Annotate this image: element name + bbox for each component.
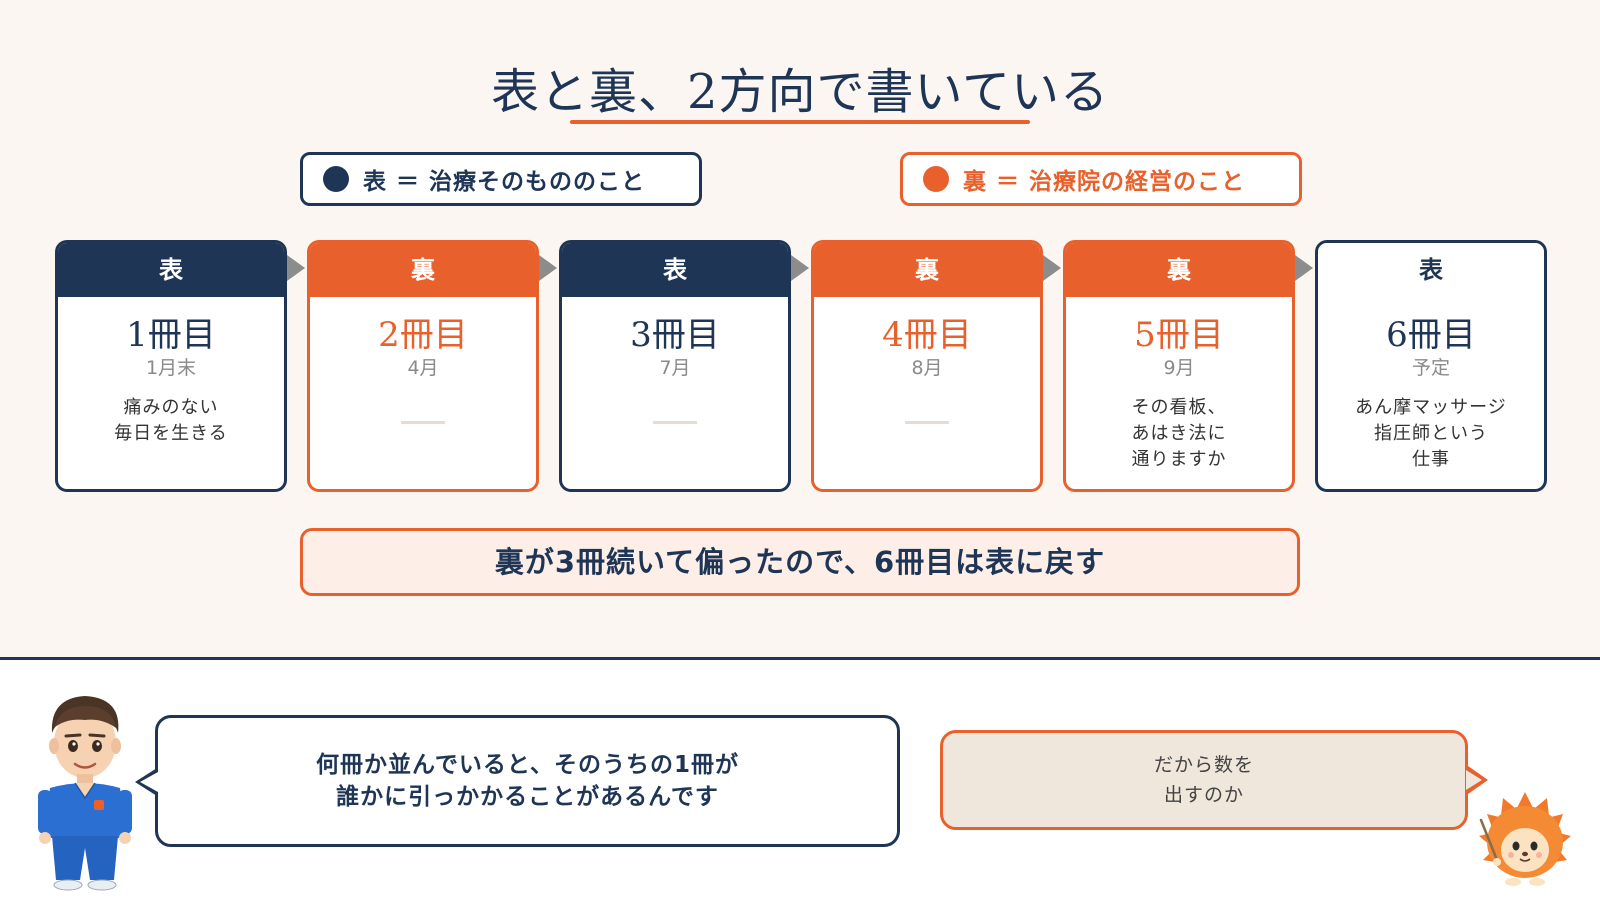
card-volume: 5冊目 [1134, 315, 1224, 355]
card-side-label: 裏 [814, 243, 1040, 297]
book-card-3: 表 3冊目 7月 [559, 240, 791, 492]
card-volume: 2冊目 [378, 315, 468, 355]
book-card-6: 表 6冊目 予定 あん摩マッサージ 指圧師という 仕事 [1315, 240, 1547, 492]
card-volume: 6冊目 [1386, 315, 1476, 355]
arrow-right-icon [1043, 255, 1061, 281]
book-card-1: 表 1冊目 1月末 痛みのない 毎日を生きる [55, 240, 287, 492]
card-description: あん摩マッサージ 指圧師という 仕事 [1355, 397, 1507, 470]
card-description: 痛みのない 毎日を生きる [114, 397, 228, 444]
card-side-label: 裏 [1066, 243, 1292, 297]
card-side-label: 裏 [310, 243, 536, 297]
book-card-4: 裏 4冊目 8月 [811, 240, 1043, 492]
speech-tail-right-inner [1466, 770, 1482, 790]
speech-tail-left-inner [140, 772, 158, 792]
card-volume: 4冊目 [882, 315, 972, 355]
card-month: 9月 [1163, 357, 1195, 379]
card-volume: 3冊目 [630, 315, 720, 355]
doctor-avatar-icon [38, 696, 132, 891]
card-description: その看板、 あはき法に 通りますか [1131, 397, 1227, 470]
doctor-speech-bubble: 何冊か並んでいると、そのうちの1冊が 誰かに引っかかることがあるんです [155, 715, 900, 847]
hedgehog-speech-bubble: だから数を 出すのか [940, 730, 1468, 830]
empty-description-dash [653, 421, 697, 424]
page-title: 表と裏、2方向で書いている [490, 64, 1110, 120]
card-month: 7月 [659, 357, 691, 379]
legend-omote-label: 表 ＝ 治療そのもののこと [363, 169, 646, 195]
empty-description-dash [905, 421, 949, 424]
empty-description-dash [401, 421, 445, 424]
card-month: 4月 [407, 357, 439, 379]
card-volume: 1冊目 [126, 315, 216, 355]
card-month: 予定 [1411, 357, 1450, 379]
navy-dot-icon [323, 166, 349, 192]
summary-banner: 裏が3冊続いて偏ったので、6冊目は表に戻す [300, 528, 1300, 596]
card-month: 1月末 [145, 357, 197, 379]
book-card-5: 裏 5冊目 9月 その看板、 あはき法に 通りますか [1063, 240, 1295, 492]
hedgehog-avatar-icon [1479, 792, 1571, 886]
legend-ura: 裏 ＝ 治療院の経営のこと [900, 152, 1302, 206]
arrow-right-icon [1295, 255, 1313, 281]
title-underline [570, 120, 1030, 124]
arrow-right-icon [287, 255, 305, 281]
card-side-label: 表 [1318, 243, 1544, 297]
card-side-label: 表 [58, 243, 284, 297]
book-card-2: 裏 2冊目 4月 [307, 240, 539, 492]
card-side-label: 表 [562, 243, 788, 297]
legend-omote: 表 ＝ 治療そのもののこと [300, 152, 702, 206]
orange-dot-icon [923, 166, 949, 192]
legend-ura-label: 裏 ＝ 治療院の経営のこと [963, 169, 1246, 195]
arrow-right-icon [539, 255, 557, 281]
card-month: 8月 [911, 357, 943, 379]
arrow-right-icon [791, 255, 809, 281]
